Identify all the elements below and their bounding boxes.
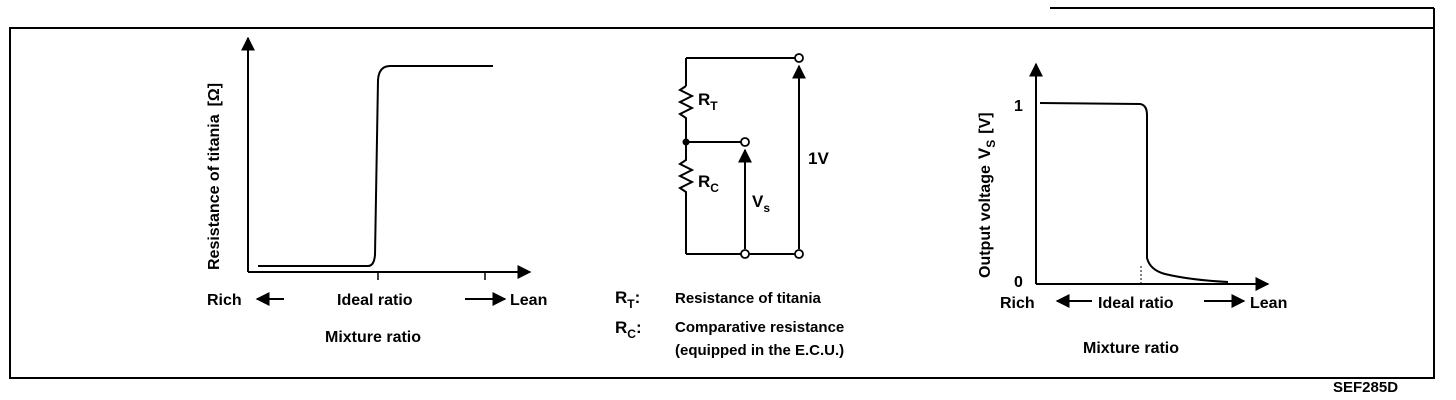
right-lean-label: Lean <box>1250 295 1287 312</box>
left-x-title: Mixture ratio <box>325 329 421 346</box>
vs-terminal-top <box>740 137 750 147</box>
supply-terminal-top <box>794 53 804 63</box>
rc-label: RC <box>698 172 719 195</box>
right-rich-label: Rich <box>1000 295 1035 312</box>
vs-terminal-bottom <box>740 249 750 259</box>
output-voltage-chart: 1 0 Output voltageVS[V] Rich Ideal ratio… <box>975 62 1287 357</box>
legend-rc-text-1: Comparative resistance <box>675 319 844 336</box>
circuit-diagram: RT RC Vs 1V RT: Resistance of titania RC… <box>615 53 844 359</box>
rt-label: RT <box>698 90 718 113</box>
legend-rc-symbol: RC: <box>615 318 642 341</box>
resistance-curve <box>258 65 493 267</box>
right-ideal-label: Ideal ratio <box>1098 295 1174 312</box>
supply-terminal-bottom <box>794 249 804 259</box>
left-y-label: Resistance of titania[Ω] <box>206 83 223 270</box>
left-lean-label: Lean <box>510 292 547 309</box>
tick-1: 1 <box>1014 98 1023 115</box>
left-rich-label: Rich <box>207 292 242 309</box>
figure-frame <box>9 27 1435 379</box>
legend-rt-symbol: RT: <box>615 288 640 311</box>
supply-label: 1V <box>808 149 829 168</box>
left-ideal-label: Ideal ratio <box>337 292 413 309</box>
figure-code: SEF285D <box>1333 379 1398 396</box>
legend-rc-text-2: (equipped in the E.C.U.) <box>675 342 844 359</box>
resistor-rt <box>677 85 695 142</box>
tick-0: 0 <box>1014 274 1023 291</box>
right-x-title: Mixture ratio <box>1083 340 1179 357</box>
voltage-curve <box>1039 102 1229 283</box>
resistor-rc <box>677 142 695 254</box>
right-y-label: Output voltageVS[V] <box>975 112 998 278</box>
resistance-chart: Resistance of titania[Ω] Rich Ideal rati… <box>206 36 547 346</box>
legend-rt-text: Resistance of titania <box>675 290 822 307</box>
vs-label: Vs <box>752 192 770 215</box>
